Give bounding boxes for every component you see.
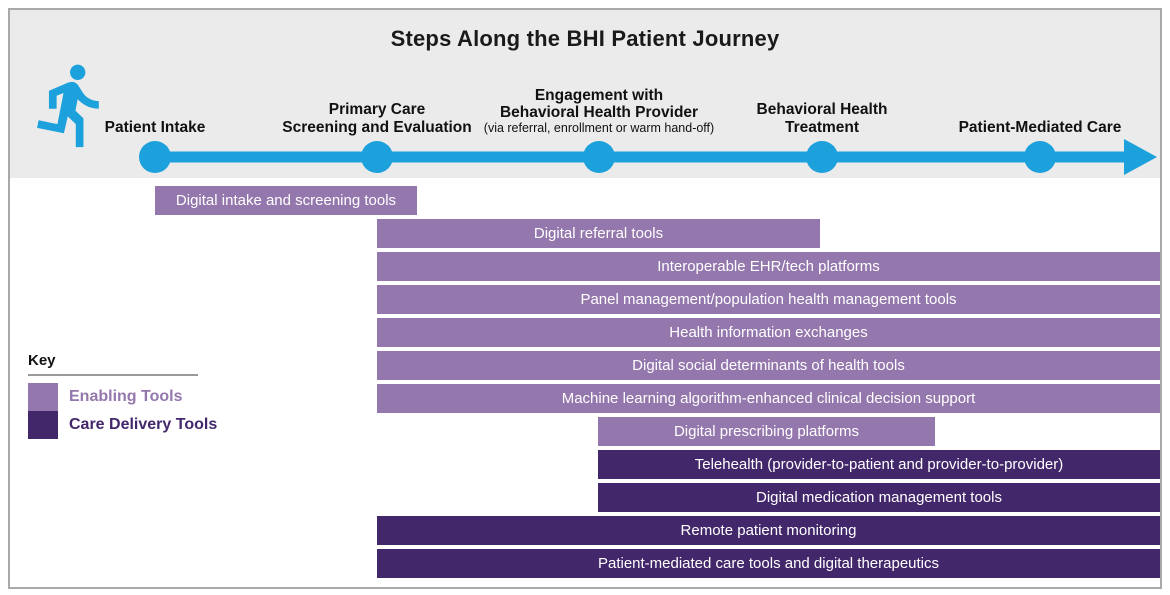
tool-bar: Interoperable EHR/tech platforms xyxy=(377,252,1160,281)
tool-bar: Machine learning algorithm-enhanced clin… xyxy=(377,384,1160,413)
tool-bar: Digital medication management tools xyxy=(598,483,1160,512)
milestone-sublabel-text: (via referral, enrollment or warm hand-o… xyxy=(483,121,715,136)
care-delivery-swatch xyxy=(28,411,58,439)
tool-bar: Panel management/population health manag… xyxy=(377,285,1160,314)
journey-timeline xyxy=(139,139,1157,175)
legend-item-label: Enabling Tools xyxy=(69,388,183,405)
milestone-label: Patient Intake xyxy=(0,119,315,136)
enabling-swatch xyxy=(28,383,58,411)
milestone-dot xyxy=(806,141,838,173)
tool-bar: Health information exchanges xyxy=(377,318,1160,347)
figure-title: Steps Along the BHI Patient Journey xyxy=(390,26,780,51)
milestone-dot xyxy=(139,141,171,173)
tool-bar: Patient-mediated care tools and digital … xyxy=(377,549,1160,578)
tool-bar: Digital prescribing platforms xyxy=(598,417,935,446)
figure-frame: Steps Along the BHI Patient Journey Pati… xyxy=(8,8,1162,589)
tool-bar: Digital social determinants of health to… xyxy=(377,351,1160,380)
milestone-label-text: Patient-Mediated Care xyxy=(958,118,1122,136)
milestone-dot xyxy=(1024,141,1056,173)
legend-item-enabling: Enabling Tools xyxy=(28,383,228,411)
tool-bar: Digital referral tools xyxy=(377,219,820,248)
legend: Key Enabling Tools Care Delivery Tools xyxy=(28,352,228,439)
legend-heading: Key xyxy=(28,352,56,369)
tool-bar: Remote patient monitoring xyxy=(377,516,1160,545)
walking-person-icon xyxy=(37,64,99,148)
tool-bar: Digital intake and screening tools xyxy=(155,186,417,215)
milestone-label: Patient-Mediated Care xyxy=(880,119,1170,136)
milestone-label-text: Patient Intake xyxy=(104,118,206,136)
legend-rule xyxy=(28,374,198,376)
milestone-dot xyxy=(361,141,393,173)
milestone-dot xyxy=(583,141,615,173)
legend-item-label: Care Delivery Tools xyxy=(69,416,218,433)
legend-item-care-delivery: Care Delivery Tools xyxy=(28,411,228,439)
tool-bar: Telehealth (provider-to-patient and prov… xyxy=(598,450,1160,479)
journey-header: Steps Along the BHI Patient Journey Pati… xyxy=(10,10,1160,178)
timeline-arrowhead-icon xyxy=(1124,139,1157,175)
